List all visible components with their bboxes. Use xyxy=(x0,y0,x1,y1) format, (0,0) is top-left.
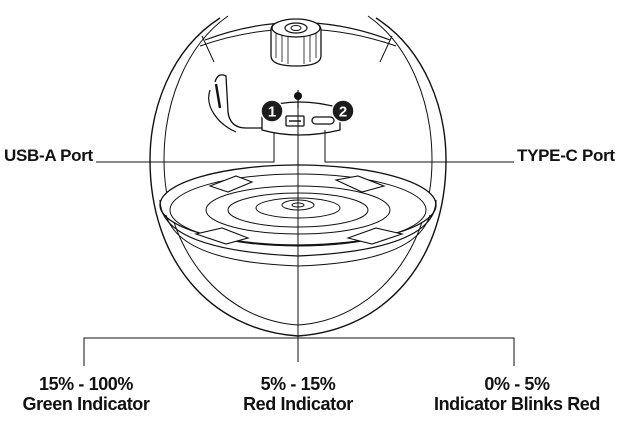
latch xyxy=(208,74,262,133)
badge-usb-a-number: 1 xyxy=(268,104,276,121)
level-high-desc: Green Indicator xyxy=(22,394,150,414)
level-high: 15% - 100% Green Indicator xyxy=(22,374,149,414)
type-c-port-label: TYPE-C Port xyxy=(517,146,615,165)
indicator-dot xyxy=(294,92,302,100)
level-low: 0% - 5% Indicator Blinks Red xyxy=(434,374,600,414)
level-low-desc: Indicator Blinks Red xyxy=(433,394,601,414)
leader-lines xyxy=(83,100,515,366)
top-knob xyxy=(270,18,322,67)
level-low-range: 0% - 5% xyxy=(484,374,550,394)
level-mid-desc: Red Indicator xyxy=(243,394,353,414)
usb-a-leader xyxy=(96,132,275,163)
usb-a-port-label: USB-A Port xyxy=(4,146,93,165)
badge-type-c-number: 2 xyxy=(339,104,347,121)
badge-usb-a: 1 xyxy=(260,99,284,123)
type-c-slot xyxy=(311,116,335,125)
level-mid: 5% - 15% Red Indicator xyxy=(243,374,353,414)
level-high-range: 15% - 100% xyxy=(38,374,134,394)
type-c-leader xyxy=(324,130,514,163)
badge-type-c: 2 xyxy=(331,99,355,123)
level-mid-range: 5% - 15% xyxy=(260,374,336,394)
bracket-line xyxy=(83,337,515,366)
